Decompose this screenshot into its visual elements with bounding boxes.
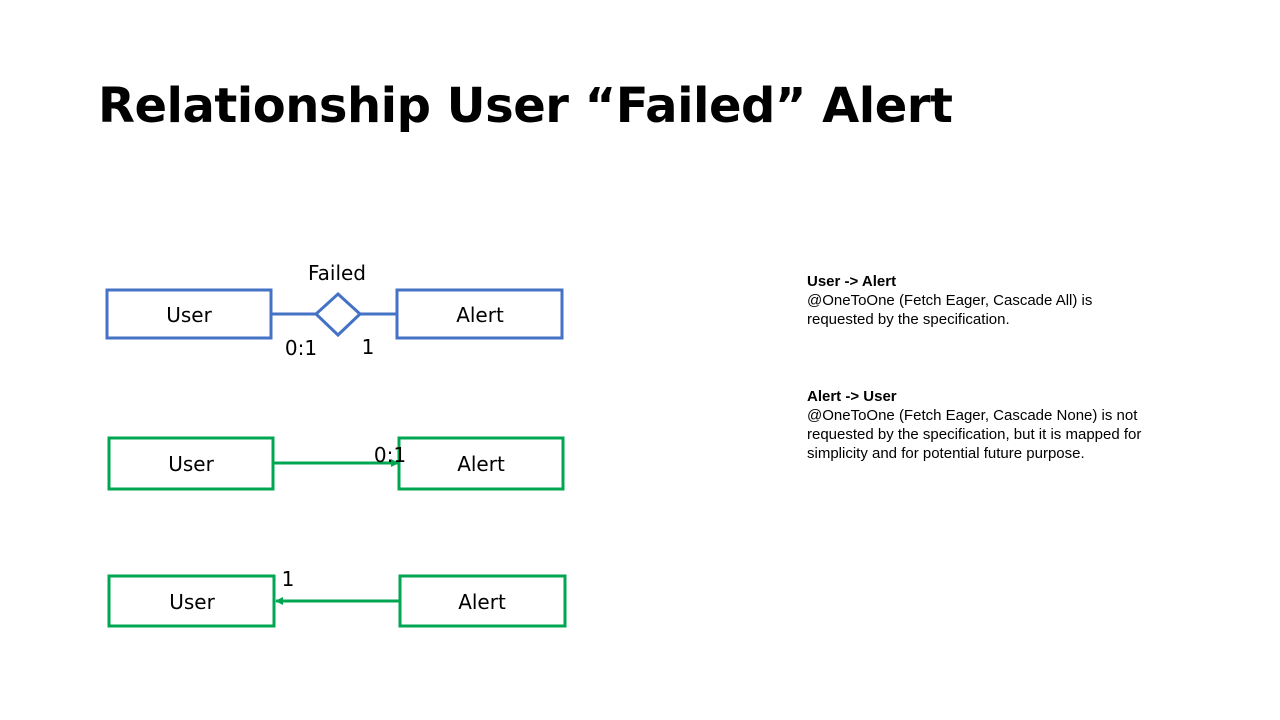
mapping-alert-to-user: User Alert 1 [107,567,567,628]
mapping1-alert-box [397,436,565,491]
note-alert-to-user-heading: Alert -> User [807,388,897,405]
mapping1-user-box [107,436,275,491]
relationship-diamond [313,291,363,338]
mapping2-alert-label: Alert [458,590,506,614]
er-cardinality-right: 1 [362,335,375,359]
mapping2-alert-box [398,574,567,628]
er-entity-alert-label: Alert [456,303,504,327]
slide-title: Relationship User “Failed” Alert [98,78,953,134]
note-user-to-alert-heading: User -> Alert [807,273,897,290]
er-entity-alert-box [395,288,564,340]
mapping-user-to-alert: User Alert 0:1 [107,436,565,491]
er-cardinality-left: 0:1 [285,336,317,360]
mapping1-alert-label: Alert [457,452,505,476]
mapping2-cardinality: 1 [282,567,295,591]
note-user-to-alert-body: @OneToOne (Fetch Eager, Cascade All) is … [807,292,1093,328]
note-user-to-alert: User -> Alert @OneToOne (Fetch Eager, Ca… [807,272,1207,329]
mapping2-user-box [107,574,276,628]
relationship-label: Failed [308,261,366,285]
note-alert-to-user-body: @OneToOne (Fetch Eager, Cascade None) is… [807,407,1142,462]
er-relationship: User Alert Failed 0:1 1 [105,261,564,360]
er-entity-user-label: User [166,303,212,327]
note-alert-to-user: Alert -> User @OneToOne (Fetch Eager, Ca… [807,387,1207,463]
mapping2-user-label: User [169,590,215,614]
er-entity-user-box [105,288,273,340]
mapping1-cardinality: 0:1 [374,443,406,467]
mapping1-user-label: User [168,452,214,476]
